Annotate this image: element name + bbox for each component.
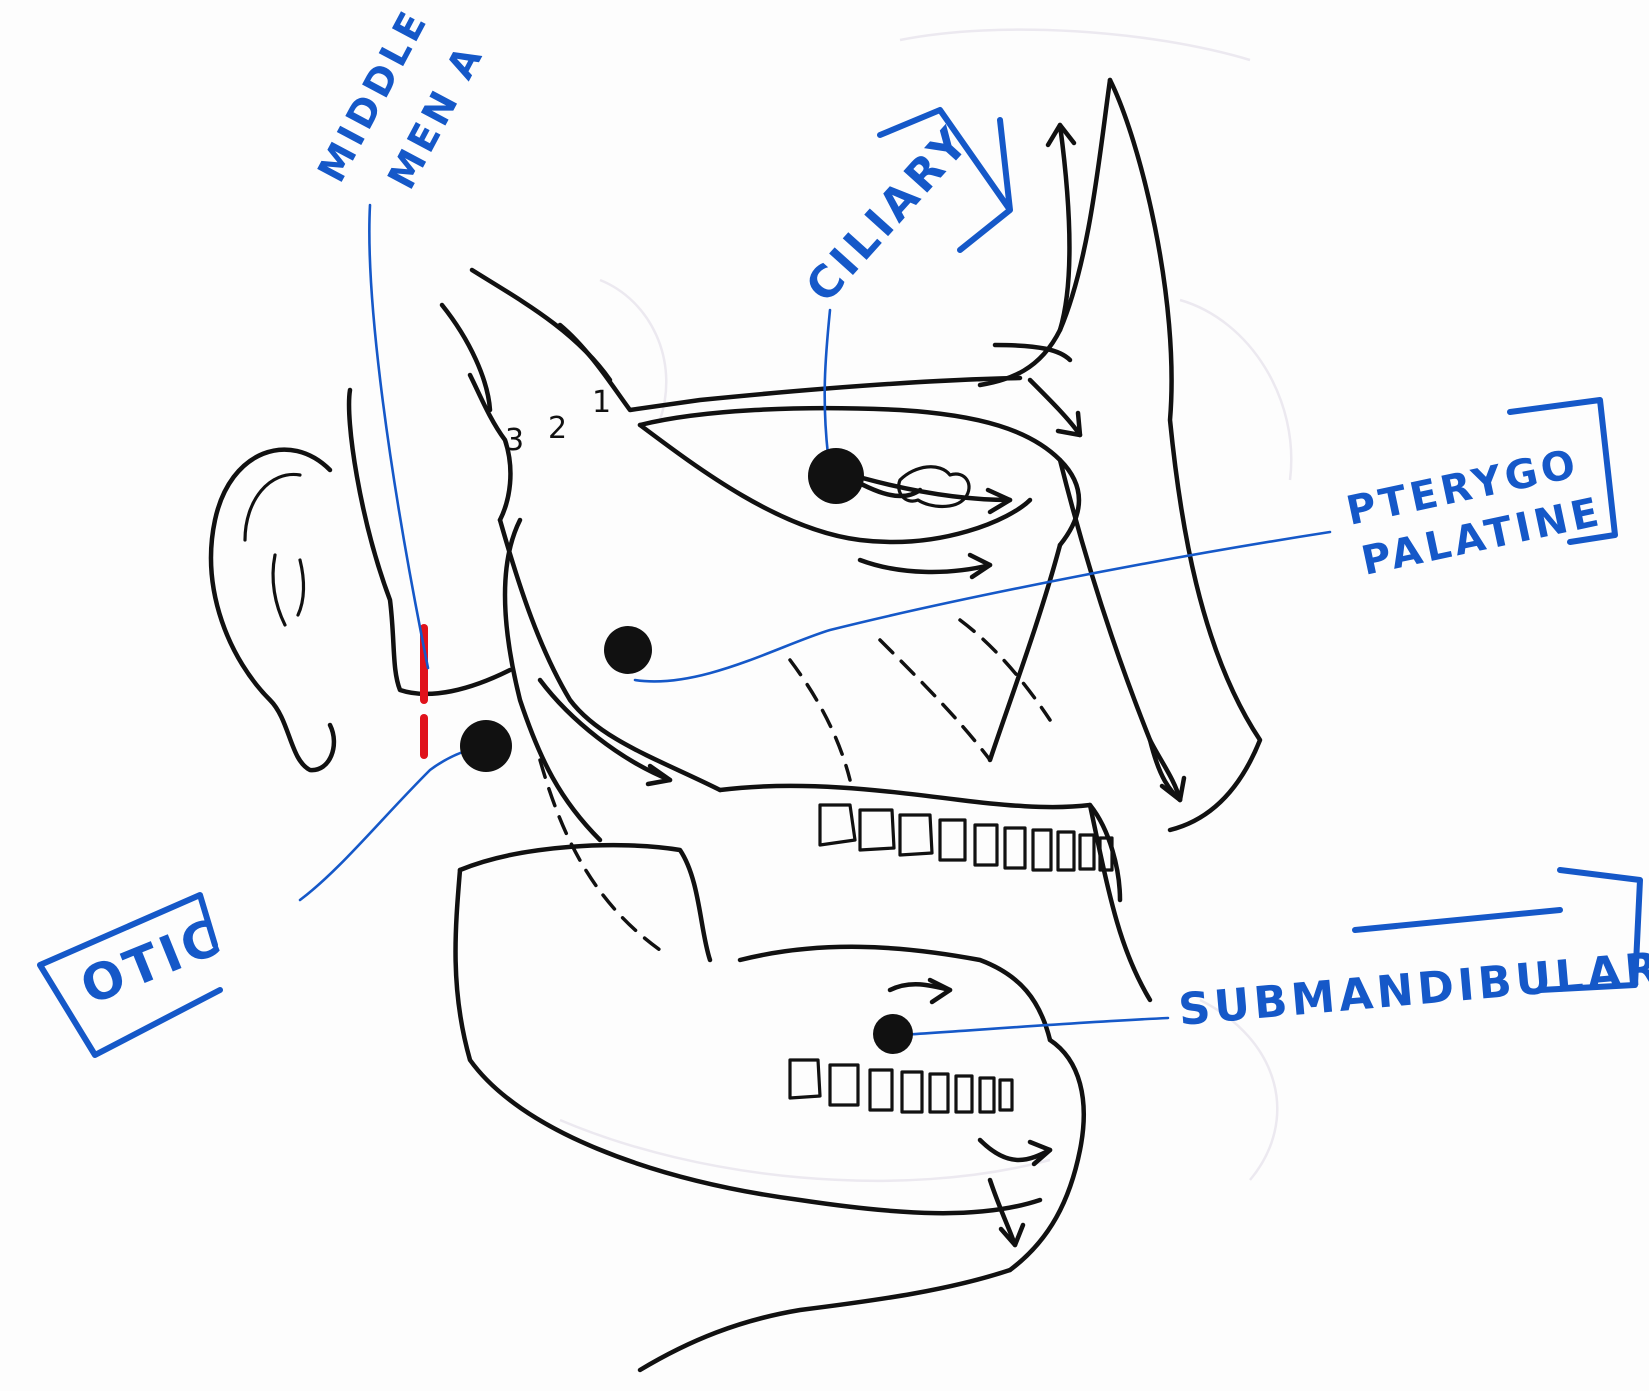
label-leaders	[300, 205, 1330, 1035]
nerve-pathways	[540, 125, 1184, 1245]
orbit	[640, 408, 1180, 800]
submandibular-ganglion-dot	[873, 1014, 913, 1054]
label-ciliary-text: CILIARY	[796, 116, 980, 312]
root-number-2: 2	[548, 411, 567, 446]
root-numbers: 3 2 1	[505, 385, 611, 458]
pterygopalatine-ganglion-dot	[604, 626, 652, 674]
otic-ganglion-dot	[460, 720, 512, 772]
root-number-1: 1	[592, 385, 611, 420]
maxilla-and-upper-teeth	[720, 620, 1150, 1000]
ciliary-ganglion-dot	[808, 448, 864, 504]
labels: MIDDLE MEN A CILIARY PTERYGO PALATINE OT…	[40, 1, 1649, 1055]
root-number-3: 3	[505, 423, 524, 458]
ear-outline	[211, 450, 334, 770]
mandible-and-lower-teeth	[456, 760, 1084, 1370]
